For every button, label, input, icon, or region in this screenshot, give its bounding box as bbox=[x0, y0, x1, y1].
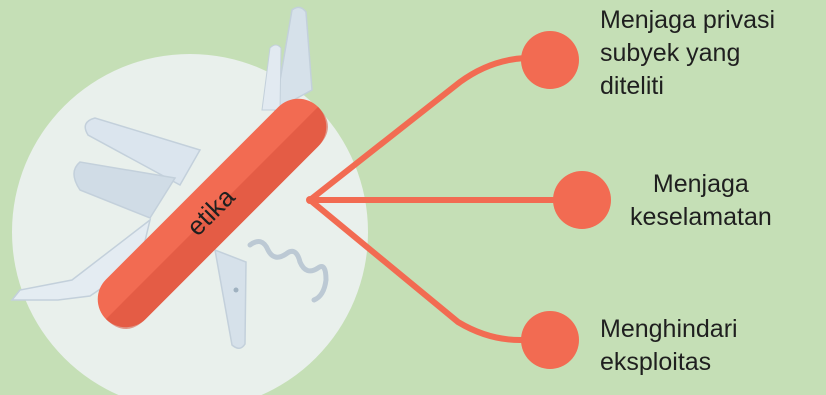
connector-hub bbox=[306, 196, 314, 204]
branch-label-privacy: Menjaga privasi subyek yang diteliti bbox=[600, 4, 775, 103]
branch-label-exploitation: Menghindari eksploitas bbox=[600, 313, 738, 379]
branch-label-line: Menghindari bbox=[600, 313, 738, 346]
branch-label-line: diteliti bbox=[600, 70, 775, 103]
branch-label-line: Menjaga bbox=[630, 168, 772, 201]
branch-label-line: Menjaga privasi bbox=[600, 4, 775, 37]
branch-label-line: eksploitas bbox=[600, 346, 738, 379]
branch-label-safety: Menjaga keselamatan bbox=[630, 168, 772, 234]
branch-node-3-icon bbox=[521, 311, 579, 369]
branch-node-2-icon bbox=[553, 171, 611, 229]
branch-node-1-icon bbox=[521, 31, 579, 89]
branch-label-line: subyek yang bbox=[600, 37, 775, 70]
branch-label-line: keselamatan bbox=[630, 201, 772, 234]
